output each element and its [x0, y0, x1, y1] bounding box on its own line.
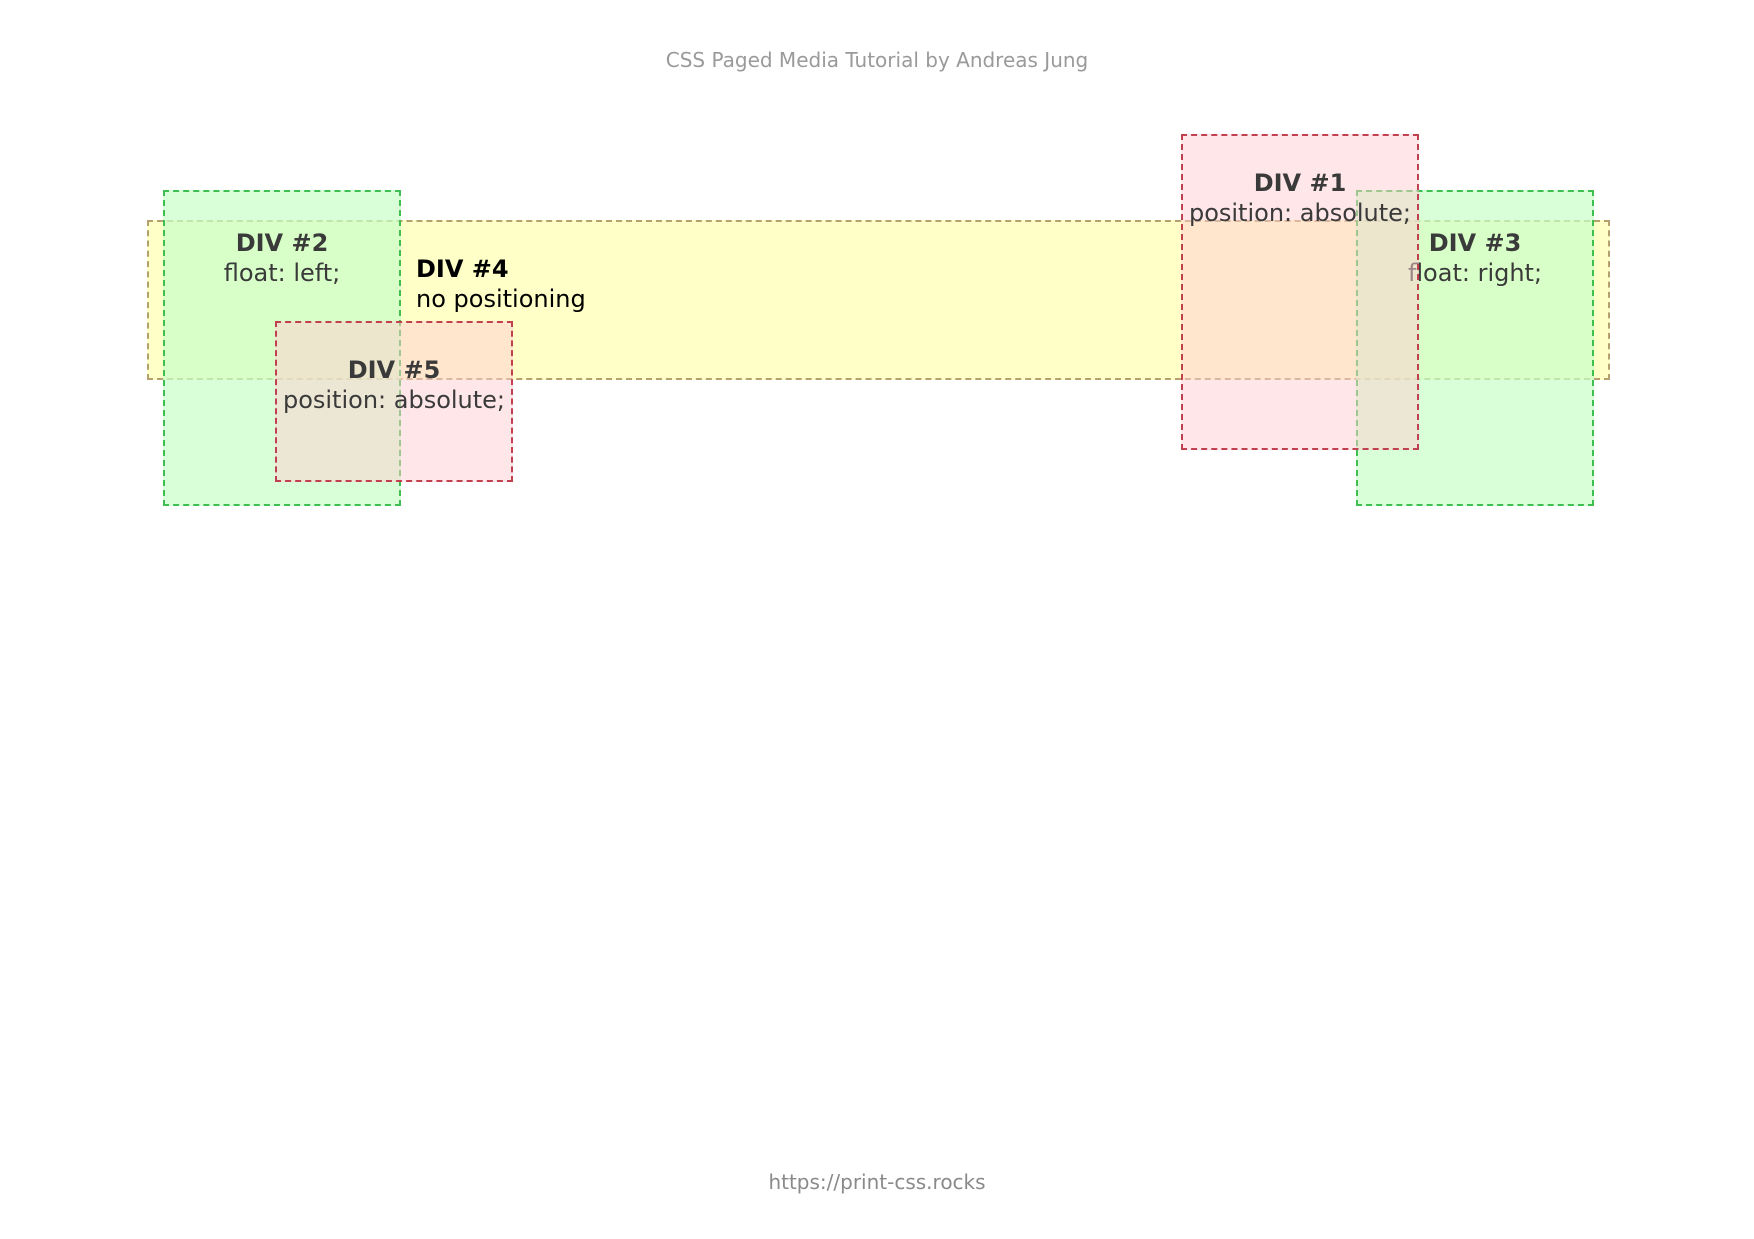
- div1-title: DIV #1: [1253, 169, 1347, 197]
- div2-title: DIV #2: [235, 229, 329, 257]
- div5-title: DIV #5: [347, 356, 441, 384]
- div1-text: position: absolute;: [1188, 199, 1412, 227]
- page-header: CSS Paged Media Tutorial by Andreas Jung: [665, 48, 1089, 72]
- div5-box: DIV #5 position: absolute;: [275, 321, 513, 482]
- div4-text: no positioning: [416, 285, 586, 313]
- div1-box: DIV #1 position: absolute;: [1181, 134, 1419, 450]
- div3-title: DIV #3: [1428, 229, 1522, 257]
- page-footer: https://print-css.rocks: [768, 1170, 986, 1194]
- div3-text: float: right;: [1407, 259, 1543, 287]
- div2-text: float: left;: [223, 259, 341, 287]
- div5-text: position: absolute;: [282, 386, 506, 414]
- div4-title: DIV #4: [416, 255, 509, 283]
